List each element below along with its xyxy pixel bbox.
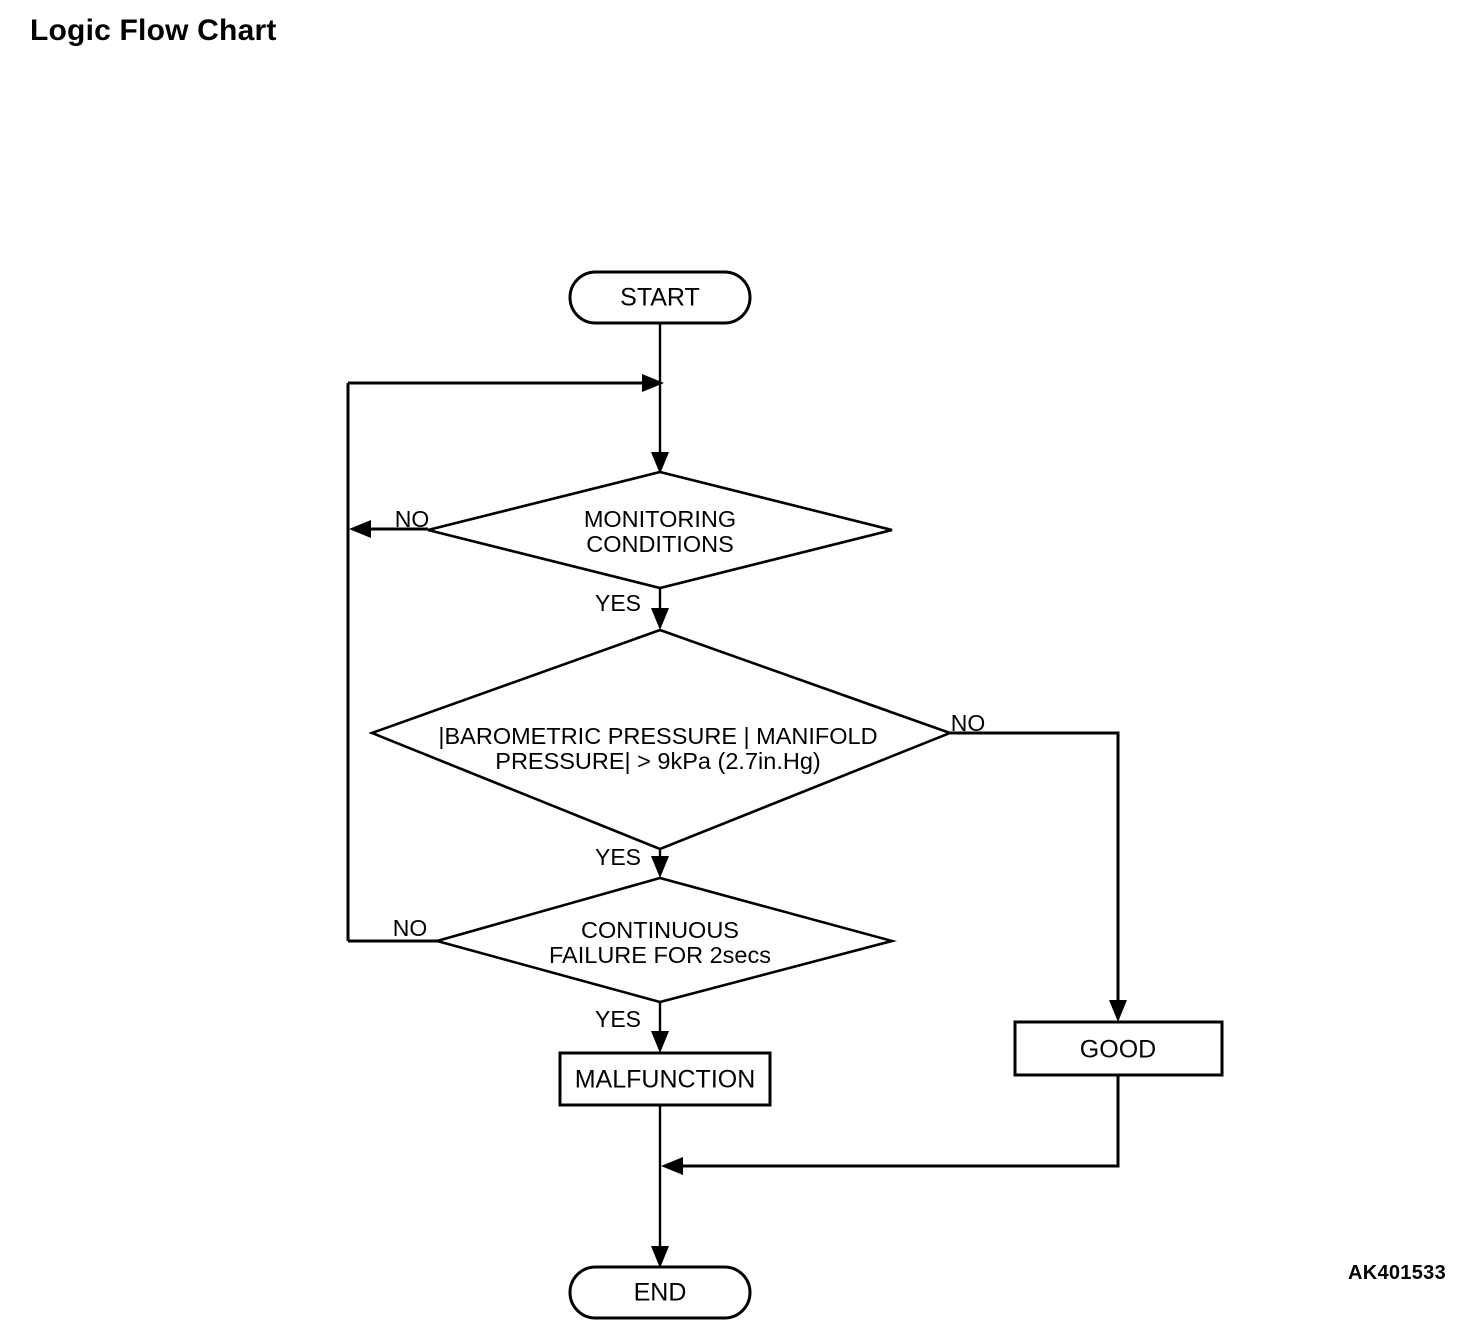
node-good: GOOD	[1013, 1020, 1224, 1077]
node-monitoring-label-line2: CONDITIONS	[586, 531, 734, 557]
branch-label-yes-pressure: YES	[595, 844, 641, 870]
node-pressure-label-line2: PRESSURE| > 9kPa (2.7in.Hg)	[495, 748, 820, 774]
node-end: END	[568, 1265, 752, 1320]
edge-good-to-end	[661, 1075, 1120, 1175]
branch-label-no-monitoring: NO	[395, 506, 430, 532]
edge-loopback-rail	[346, 374, 664, 941]
node-continuous-failure: CONTINUOUS FAILURE FOR 2secs	[432, 876, 898, 1004]
edge-monitoring-yes	[651, 588, 669, 630]
edge-start-to-monitoring	[651, 322, 669, 474]
node-pressure-label-line1: |BAROMETRIC PRESSURE | MANIFOLD	[438, 723, 877, 749]
edge-continuous-yes	[651, 1002, 669, 1053]
node-malfunction-label: MALFUNCTION	[575, 1066, 756, 1094]
node-start-label: START	[620, 284, 700, 312]
node-start: START	[568, 270, 752, 325]
edge-pressure-yes	[651, 849, 669, 878]
node-monitoring-conditions: MONITORING CONDITIONS	[427, 470, 893, 590]
node-pressure-condition: |BAROMETRIC PRESSURE | MANIFOLD PRESSURE…	[368, 628, 954, 851]
branch-label-yes-continuous: YES	[595, 1006, 641, 1032]
edge-monitoring-no	[349, 520, 428, 538]
node-continuous-label-line2: FAILURE FOR 2secs	[549, 942, 771, 968]
branch-label-no-continuous: NO	[393, 915, 428, 941]
node-monitoring-label-line1: MONITORING	[584, 506, 736, 532]
branch-label-no-pressure: NO	[951, 710, 986, 736]
branch-label-yes-monitoring: YES	[595, 590, 641, 616]
edge-pressure-no	[950, 731, 1127, 1022]
node-end-label: END	[634, 1279, 687, 1307]
figure-code: AK401533	[1347, 1262, 1446, 1284]
node-malfunction: MALFUNCTION	[558, 1051, 772, 1107]
page-title: Logic Flow Chart	[30, 14, 277, 47]
node-good-label: GOOD	[1080, 1036, 1156, 1064]
edge-malfunction-to-end	[651, 1105, 669, 1268]
node-continuous-label-line1: CONTINUOUS	[581, 917, 739, 943]
